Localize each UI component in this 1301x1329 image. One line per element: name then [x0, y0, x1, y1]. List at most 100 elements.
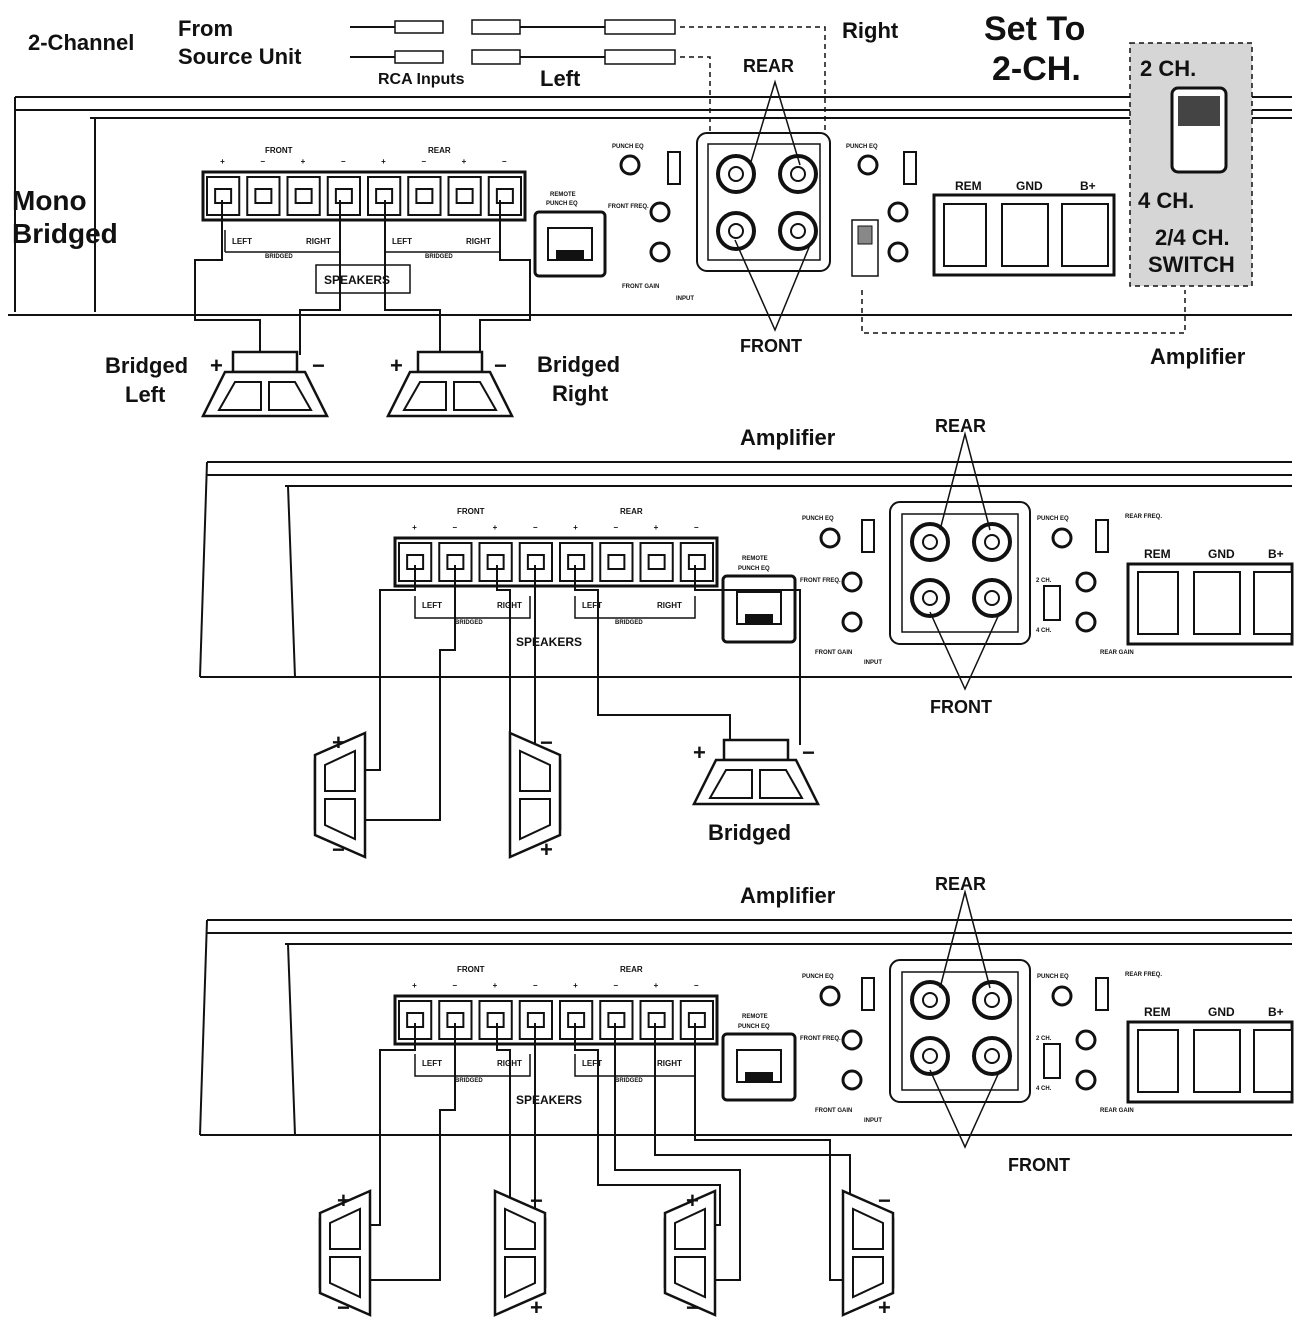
terminal-polarity: + — [220, 157, 225, 166]
speaker-cone-top — [504, 1207, 536, 1250]
callout-4ch: 4 CH. — [1138, 188, 1194, 213]
rem-label: REM — [955, 179, 982, 193]
amp-left-edge — [199, 919, 208, 1136]
bridged-bracket — [414, 1054, 531, 1077]
label-2-channel: 2-Channel — [28, 30, 134, 55]
eq-switch — [861, 519, 875, 553]
speaker-cone-right — [759, 769, 804, 799]
speaker-magnet — [231, 350, 299, 374]
terminal-bridged-label: BRIDGED — [455, 620, 483, 626]
terminal-left-label: LEFT — [422, 601, 442, 610]
terminal-polarity: − — [694, 981, 699, 990]
front-gain-knob — [841, 611, 863, 633]
pol-3c-plus: + — [686, 1188, 699, 1213]
terminal-screw — [687, 1012, 706, 1028]
input-label: INPUT — [864, 660, 882, 666]
panel-3ch: Amplifier REAR FRONT Bridged +−+−+−+−FRO… — [199, 416, 1294, 862]
label-bridged-left-2: Left — [125, 382, 166, 407]
input-label: INPUT — [864, 1118, 882, 1124]
terminal-polarity: − — [613, 523, 618, 532]
speakers-label: SPEAKERS — [324, 273, 390, 287]
pol-minus-br: − — [494, 353, 507, 378]
terminal-screw — [567, 554, 586, 570]
punch-eq-label: PUNCH EQ — [802, 974, 834, 980]
speaker-cone-top — [519, 749, 551, 792]
amp-inner-left — [287, 485, 296, 678]
terminal-rear-label: REAR — [620, 965, 643, 974]
label-2ch: 2-CH. — [992, 50, 1081, 88]
pol-2c-minus: − — [802, 740, 815, 765]
pol-3c-minus: − — [686, 1295, 699, 1320]
speaker-cone-bottom — [329, 1256, 361, 1299]
terminal-screw — [567, 1012, 586, 1028]
front-freq-knob — [841, 1029, 863, 1051]
speaker-front-left-3 — [318, 1189, 372, 1317]
input-label: INPUT — [676, 296, 694, 302]
terminal-screw — [294, 188, 313, 204]
front-freq-label: FRONT FREQ. — [800, 1036, 841, 1042]
punch-eq-label-right: PUNCH EQ — [846, 144, 878, 150]
bplus-label: B+ — [1268, 1005, 1284, 1019]
terminal-cell — [599, 1000, 634, 1040]
rca-cables — [350, 19, 826, 140]
speaker-rear-right-3 — [841, 1189, 895, 1317]
terminal-polarity: − — [421, 157, 426, 166]
label-rca-inputs: RCA Inputs — [378, 71, 465, 88]
terminal-polarity: + — [493, 981, 498, 990]
terminal-polarity: − — [613, 981, 618, 990]
punch-eq-label: PUNCH EQ — [802, 516, 834, 522]
terminal-screw — [415, 188, 434, 204]
rear-gain-knob — [1075, 1069, 1097, 1091]
speaker-terminal-block-1: +−+−+−+− FRONT REAR LEFT RIGHT LEFT RIGH… — [201, 146, 527, 294]
rear-gain-knob — [1075, 611, 1097, 633]
gnd-label: GND — [1208, 547, 1235, 561]
terminal-polarity: − — [533, 523, 538, 532]
bplus-label: B+ — [1080, 179, 1096, 193]
rem-terminal — [1137, 1029, 1179, 1093]
power-terminals-1: REM GND B+ — [932, 179, 1116, 277]
front-inputs-label: FRONT — [740, 336, 802, 356]
remote-punch-eq-port-1: REMOTE PUNCH EQ — [533, 192, 607, 278]
speakers-label: SPEAKERS — [516, 1093, 582, 1107]
label-bridged-left-1: Bridged — [105, 353, 188, 378]
terminal-screw — [334, 188, 353, 204]
pol-3a-minus: − — [337, 1295, 350, 1320]
bridged-bracket — [414, 596, 531, 619]
terminal-screw — [647, 1012, 666, 1028]
terminal-screw — [486, 1012, 505, 1028]
rca-jack-center — [984, 590, 1000, 606]
speaker-cone-right — [453, 381, 498, 411]
label-bridged-2: Bridged — [708, 820, 791, 845]
switch-2ch-label: 2 CH. — [1036, 1036, 1052, 1042]
pol-2b-plus: + — [540, 837, 553, 862]
terminal-screw — [607, 554, 626, 570]
terminal-polarity: + — [573, 981, 578, 990]
front-gain-label: FRONT GAIN — [622, 284, 659, 290]
controls-right-1: PUNCH EQ — [846, 144, 1186, 334]
rear-gain-label: REAR GAIN — [1100, 1108, 1134, 1114]
speaker-bridged-rear-2 — [691, 738, 821, 806]
switch-4ch-label: 4 CH. — [1036, 628, 1052, 634]
terminal-right-label-rear: RIGHT — [657, 1059, 682, 1068]
front-freq-label: FRONT FREQ. — [608, 204, 649, 210]
terminal-bridged-label-rear: BRIDGED — [615, 620, 643, 626]
label-from: From — [178, 16, 233, 41]
punch-eq-label-right: PUNCH EQ — [1037, 516, 1069, 522]
speaker-front-right-2 — [508, 731, 562, 859]
rem-label: REM — [1144, 1005, 1171, 1019]
speaker-cone-bottom — [674, 1256, 706, 1299]
terminal-bridged-label-rear: BRIDGED — [615, 1078, 643, 1084]
speaker-cone-bottom — [324, 798, 356, 841]
label-bridged-right-2: Right — [552, 381, 609, 406]
amp-left-edge — [199, 461, 208, 678]
terminal-polarity: + — [301, 157, 306, 166]
terminal-polarity: + — [462, 157, 467, 166]
terminal-polarity: + — [412, 981, 417, 990]
terminal-cell — [326, 176, 361, 216]
bridged-bracket — [574, 596, 696, 619]
front-gain-knob — [841, 1069, 863, 1091]
front-label-2: FRONT — [930, 697, 992, 717]
terminal-polarity: + — [493, 523, 498, 532]
switch-2-4ch-callout: 2 CH. 4 CH. 2/4 CH. SWITCH — [1129, 42, 1253, 287]
